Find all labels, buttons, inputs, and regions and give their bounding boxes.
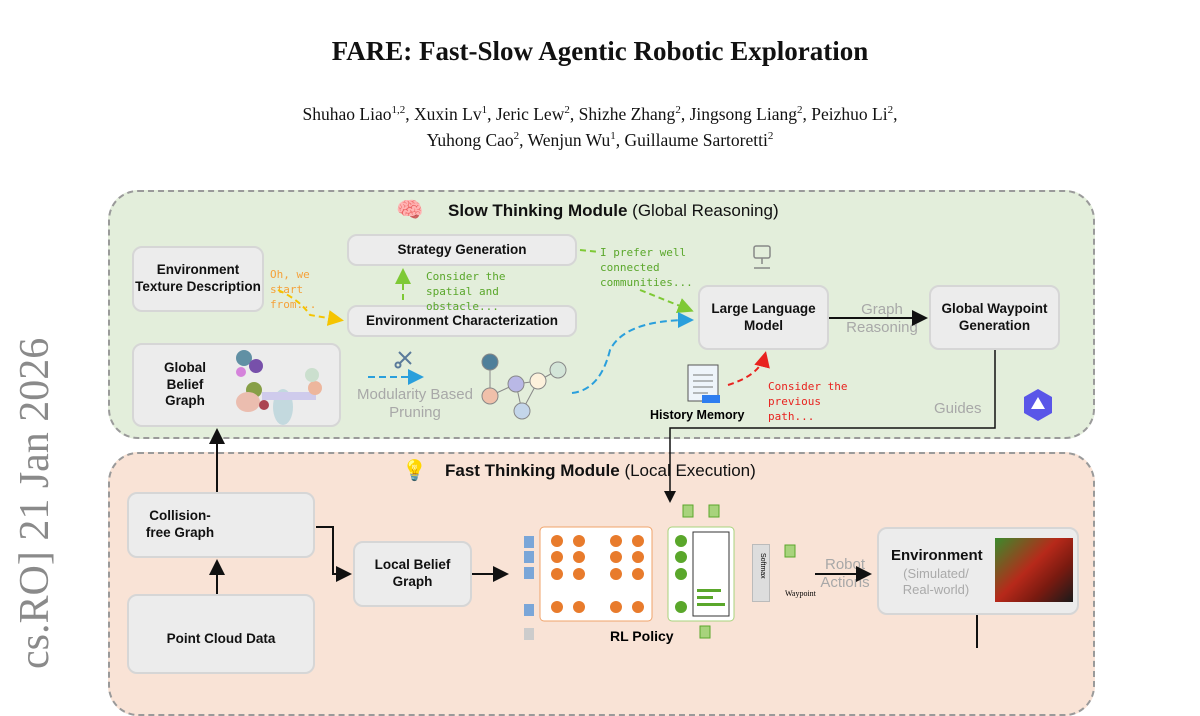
authors-line-2: Yuhong Cao2, Wenjun Wu1, Guillaume Sarto… xyxy=(426,130,774,150)
history-memory-label: History Memory xyxy=(650,408,745,422)
point-cloud-image xyxy=(995,538,1073,602)
figure-graphics xyxy=(209,245,1052,648)
author: Shizhe Zhang2 xyxy=(578,104,681,124)
collision-free-graph-box: Collision-free Graph xyxy=(127,492,315,558)
slow-module-title: Slow Thinking Module (Global Reasoning) xyxy=(448,201,779,220)
scissors-icon xyxy=(394,351,412,369)
lightbulb-icon: 💡 xyxy=(402,460,427,482)
global-waypoint-box: Global Waypoint Generation xyxy=(929,285,1060,350)
graph-reasoning-label: Graph Reasoning xyxy=(846,301,918,336)
waypoint-label: Waypoint xyxy=(785,589,816,598)
environment-texture-box: Environment Texture Description xyxy=(132,246,264,312)
fast-module-title: Fast Thinking Module (Local Execution) xyxy=(445,461,756,480)
local-belief-graph-box: Local Belief Graph xyxy=(353,541,472,607)
author: Wenjun Wu1 xyxy=(527,130,616,150)
brain-icon: 🧠 xyxy=(396,197,424,222)
strategy-generation-box: Strategy Generation xyxy=(347,234,577,266)
paper-title: FARE: Fast-Slow Agentic Robotic Explorat… xyxy=(331,36,869,66)
softmax-block: Softmax xyxy=(752,544,770,602)
robot-actions-label: Robot Actions xyxy=(820,556,870,591)
author: Shuhao Liao1,2 xyxy=(302,104,406,124)
author: Xuxin Lv1 xyxy=(414,104,488,124)
memo-icon xyxy=(687,364,720,403)
rl-policy-label: RL Policy xyxy=(610,628,674,644)
note-communities: I prefer well connected communities... xyxy=(600,246,693,289)
note-previous-path: Consider the previous path... xyxy=(768,380,848,423)
robot-icon xyxy=(753,245,771,269)
author: Jingsong Liang2 xyxy=(689,104,803,124)
author: Peizhuo Li2 xyxy=(811,104,894,124)
qwen-logo-icon xyxy=(1024,389,1052,421)
pruning-label: Modularity Based Pruning xyxy=(357,386,473,421)
arrows xyxy=(209,249,996,648)
rl-policy-network xyxy=(524,504,796,640)
pruned-graph xyxy=(481,353,567,420)
note-spatial: Consider the spatial and obstacle... xyxy=(426,270,506,313)
author: Guillaume Sartoretti2 xyxy=(624,130,774,150)
environment-characterization-box: Environment Characterization xyxy=(347,305,577,337)
global-belief-graph-clusters xyxy=(236,350,322,425)
author: Yuhong Cao2 xyxy=(426,130,520,150)
llm-box: Large Language Model xyxy=(698,285,829,350)
guides-label: Guides xyxy=(934,400,982,417)
author: Jeric Lew2 xyxy=(495,104,570,124)
authors-line-1: Shuhao Liao1,2, Xuxin Lv1, Jeric Lew2, S… xyxy=(302,104,898,124)
